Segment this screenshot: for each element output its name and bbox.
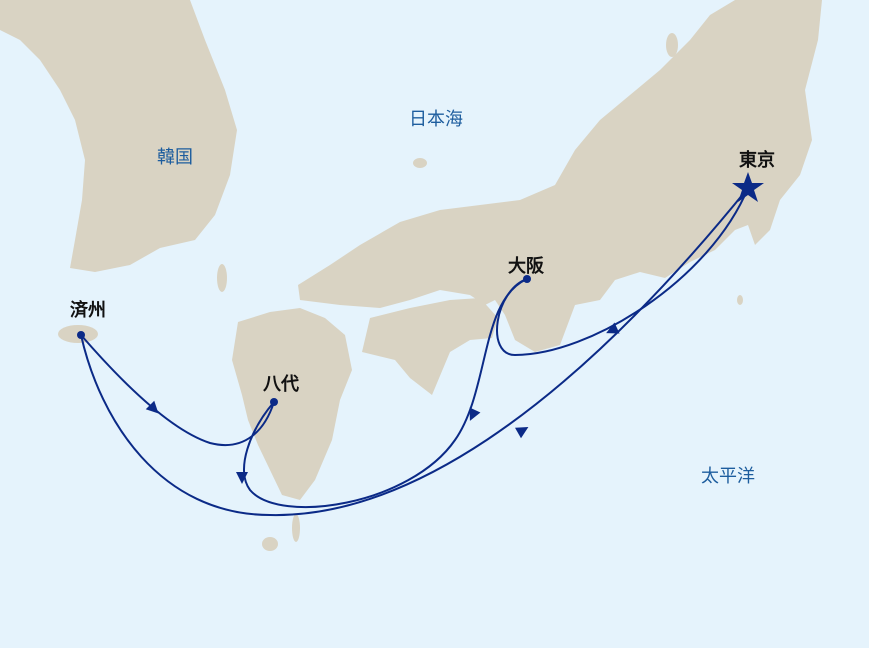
izu-island: [737, 295, 743, 305]
star-icon: [732, 172, 764, 202]
label-pacific: 太平洋: [701, 466, 755, 487]
label-jeju: 済州: [70, 300, 106, 321]
route-yatsushiro-osaka: [242, 278, 528, 508]
sado-island: [666, 33, 678, 57]
port-marker-jeju: [77, 331, 85, 339]
korea-land: [0, 0, 237, 272]
label-korea: 韓国: [157, 147, 193, 168]
label-sea-of-japan: 日本海: [409, 109, 463, 130]
label-yatsushiro: 八代: [263, 374, 299, 395]
honshu-land: [298, 0, 822, 352]
routes: [80, 187, 749, 517]
land: [0, 0, 822, 551]
arrow-icon: [469, 407, 481, 421]
route-osaka-tokyo: [496, 187, 749, 357]
yakushima-island: [262, 537, 278, 551]
arrow-icon: [515, 427, 529, 439]
route-jeju-tokyo: [80, 187, 749, 517]
port-marker-osaka: [523, 275, 531, 283]
label-tokyo: 東京: [739, 150, 775, 171]
tanegashima-island: [292, 514, 300, 542]
port-marker-yatsushiro: [270, 398, 278, 406]
oki-island: [413, 158, 427, 168]
label-osaka: 大阪: [508, 256, 544, 277]
arrow-icon: [236, 472, 248, 484]
route-jeju-yatsushiro: [80, 334, 275, 446]
tsushima-island: [217, 264, 227, 292]
shikoku-land: [362, 298, 498, 395]
arrow-icon: [606, 322, 620, 334]
kyushu-land: [232, 308, 352, 500]
